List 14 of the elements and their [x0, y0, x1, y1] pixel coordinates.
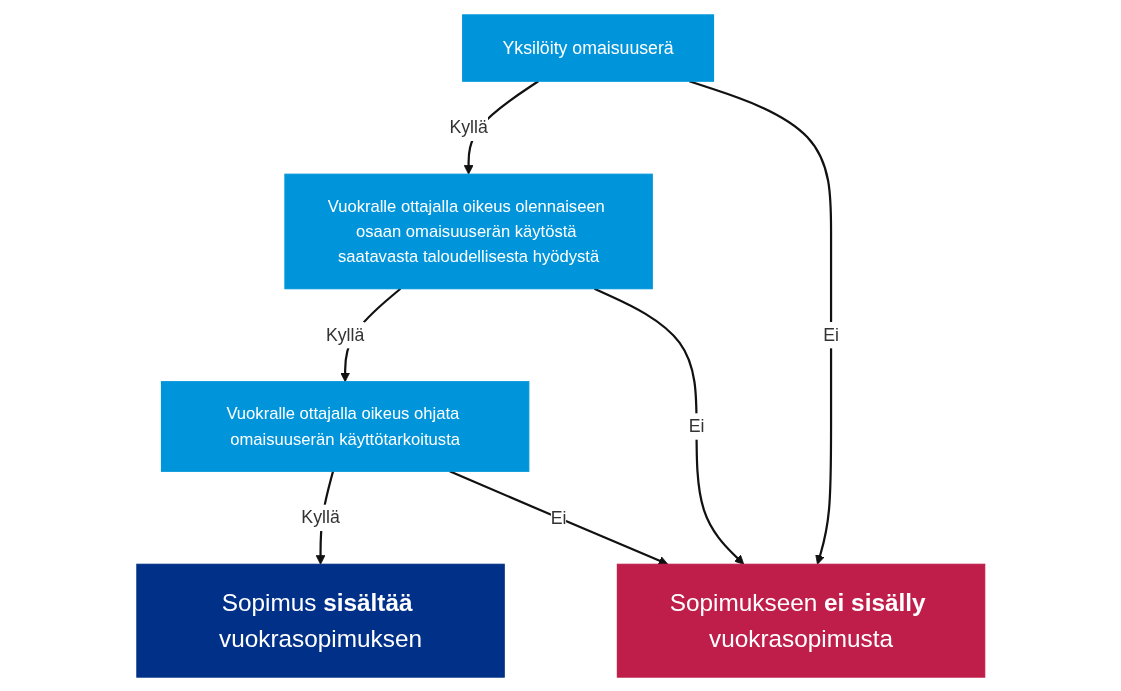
node-box: Sopimukseen ei sisälly vuokrasopimusta: [616, 563, 985, 678]
node-box: Sopimus sisältää vuokrasopimuksen: [136, 563, 505, 678]
node-box: Vuokralle ottajalla oikeus ohjata omaisuuserän käyttötarkoitusta: [160, 380, 530, 472]
edge-label: Kyllä: [449, 117, 488, 137]
node-box: Vuokralle ottajalla oikeus olennaiseen osaan omaisuuserän käytöstä saatavasta taloudellisesta hyödystä: [284, 173, 653, 289]
arrow: [448, 469, 668, 565]
edge-label: Ei: [550, 507, 567, 527]
edge-label: Ei: [822, 324, 839, 344]
arrow: [688, 79, 832, 565]
edge-label: Ei: [688, 416, 705, 435]
node-box: Yksilöity omaisuuserä: [461, 13, 714, 82]
edge-label: Kyllä: [325, 324, 365, 344]
edge-label: Kyllä: [301, 507, 340, 527]
arrow: [593, 287, 744, 565]
